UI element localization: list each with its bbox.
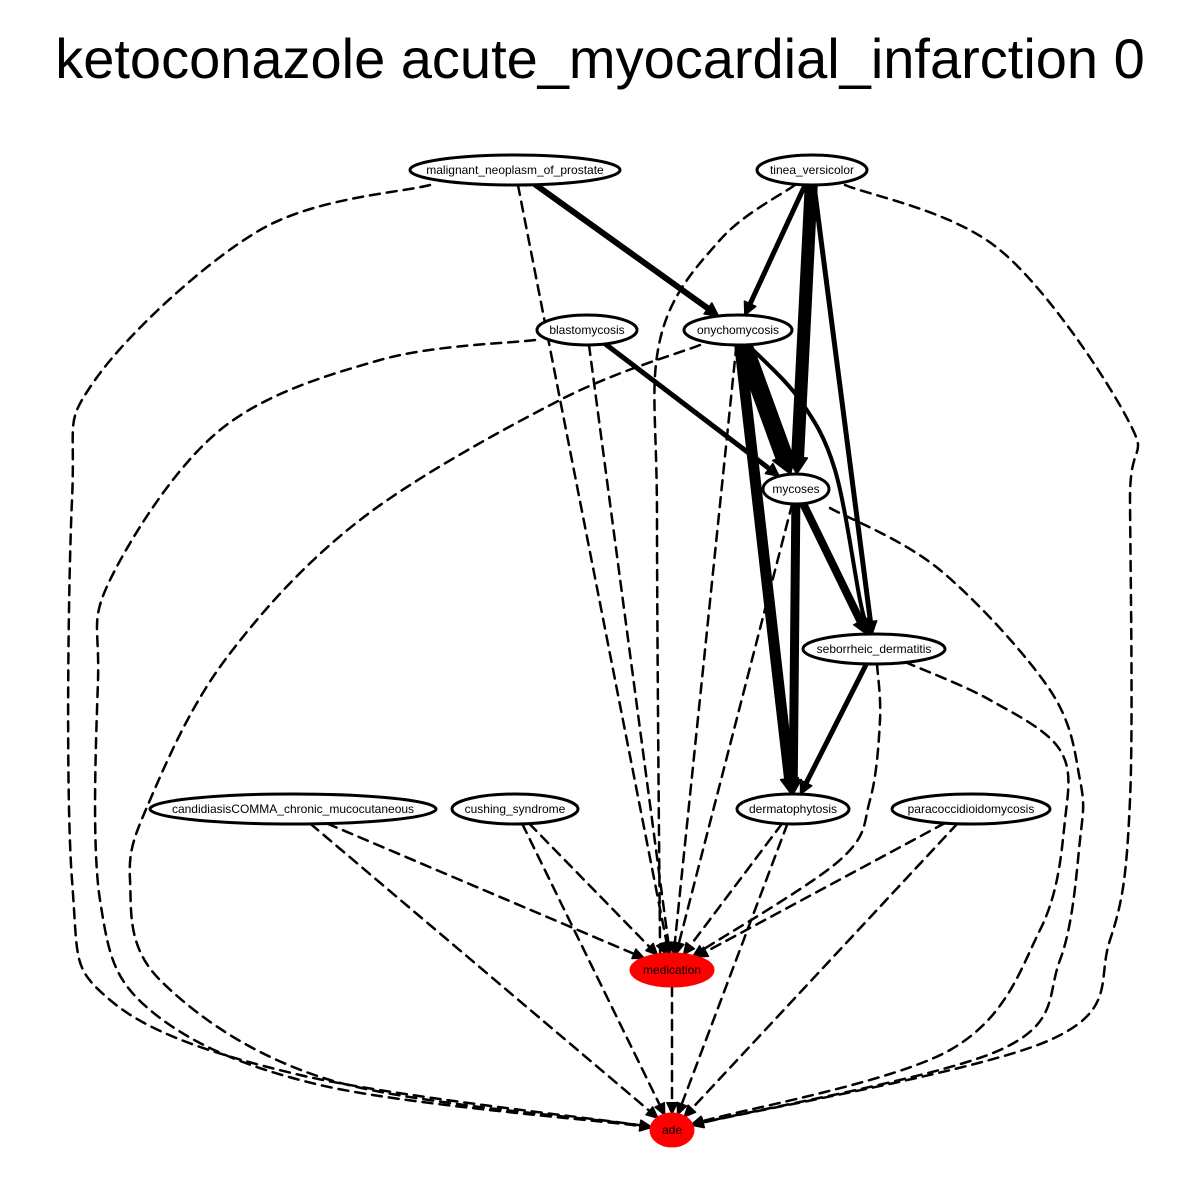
edge-malignant_neoplasm_of_prostate-to-ade bbox=[66, 183, 642, 1127]
arrowhead-onychomycosis-to-ade bbox=[638, 1119, 653, 1132]
node-label: seborrheic_dermatitis bbox=[817, 642, 932, 656]
edge-tinea_versicolor-to-onychomycosis bbox=[747, 182, 808, 307]
node-shape bbox=[535, 313, 639, 347]
node-blastomycosis: blastomycosis bbox=[535, 313, 639, 347]
node-mycoses: mycoses bbox=[761, 472, 831, 506]
node-label: blastomycosis bbox=[549, 323, 624, 337]
edge-mycoses-to-medication bbox=[677, 502, 794, 945]
arrowhead-dermatophytosis-to-ade bbox=[676, 1101, 688, 1116]
node-shape bbox=[629, 952, 715, 988]
edge-seborrheic_dermatitis-to-ade bbox=[701, 660, 1070, 1123]
edge-blastomycosis-to-medication bbox=[587, 343, 670, 945]
node-shape bbox=[801, 632, 947, 666]
node-onychomycosis: onychomycosis bbox=[682, 313, 794, 347]
edge-candidiasis-to-ade bbox=[309, 822, 651, 1113]
edge-mycoses-to-seborrheic_dermatitis bbox=[799, 499, 865, 626]
node-cushing-syndrome: cushing_syndrome bbox=[450, 792, 580, 826]
edge-malignant_neoplasm_of_prostate-to-medication bbox=[516, 183, 668, 945]
arrowhead-candidiasis-to-medication bbox=[631, 948, 646, 960]
arrowhead-paracoccidioidomycosis-to-ade bbox=[683, 1104, 697, 1118]
node-shape bbox=[755, 153, 869, 187]
arrowhead-blastomycosis-to-mycoses bbox=[764, 462, 780, 477]
edge-onychomycosis-to-dermatophytosis bbox=[734, 339, 796, 785]
arrowhead-mycoses-to-medication bbox=[673, 941, 685, 955]
arrowhead-mycoses-to-dermatophytosis bbox=[784, 778, 803, 795]
edge-tinea_versicolor-to-seborrheic_dermatitis bbox=[811, 182, 873, 625]
arrowhead-candidiasis-to-ade bbox=[645, 1106, 659, 1119]
arrowhead-malignant_neoplasm_of_prostate-to-onychomycosis bbox=[703, 302, 720, 317]
edge-cushing_syndrome-to-medication bbox=[527, 822, 651, 949]
node-medication: medication bbox=[629, 952, 715, 988]
node-dermatophytosis: dermatophytosis bbox=[735, 792, 851, 826]
edge-seborrheic_dermatitis-to-medication bbox=[701, 662, 882, 952]
arrowhead-seborrheic_dermatitis-to-dermatophytosis bbox=[799, 779, 813, 795]
edge-cushing_syndrome-to-ade bbox=[521, 822, 661, 1107]
node-shape bbox=[148, 792, 438, 826]
node-label: onychomycosis bbox=[697, 323, 779, 337]
node-ade: ade bbox=[649, 1112, 695, 1148]
edge-dermatophytosis-to-ade bbox=[680, 822, 789, 1106]
arrowhead-mycoses-to-seborrheic_dermatitis bbox=[853, 617, 869, 635]
node-label: medication bbox=[643, 963, 701, 977]
node-label: cushing_syndrome bbox=[465, 802, 566, 816]
node-shape bbox=[890, 792, 1052, 826]
edge-malignant_neoplasm_of_prostate-to-onychomycosis bbox=[532, 181, 711, 312]
node-candidiasis: candidiasisCOMMA_chronic_mucocutaneous bbox=[148, 792, 438, 826]
node-label: dermatophytosis bbox=[749, 802, 837, 816]
node-layer: malignant_neoplasm_of_prostate tinea_vers… bbox=[148, 153, 1052, 1148]
node-label: candidiasisCOMMA_chronic_mucocutaneous bbox=[172, 802, 414, 816]
edge-onychomycosis-to-mycoses bbox=[734, 335, 794, 466]
arrowhead-tinea_versicolor-to-onychomycosis bbox=[743, 300, 757, 316]
diagram-title: ketoconazole acute_myocardial_infarction… bbox=[55, 27, 1145, 90]
node-shape bbox=[649, 1112, 695, 1148]
arrowhead-dermatophytosis-to-medication bbox=[682, 941, 696, 956]
arrowhead-cushing_syndrome-to-ade bbox=[654, 1101, 666, 1116]
node-shape bbox=[761, 472, 831, 506]
node-label: paracoccidioidomycosis bbox=[908, 802, 1035, 816]
edge-tinea_versicolor-to-medication bbox=[653, 183, 797, 974]
node-seborrheic-dermatitis: seborrheic_dermatitis bbox=[801, 632, 947, 666]
edge-seborrheic_dermatitis-to-dermatophytosis bbox=[803, 661, 869, 786]
edge-onychomycosis-to-medication bbox=[673, 343, 738, 945]
node-label: mycoses bbox=[772, 482, 819, 496]
edge-mycoses-to-dermatophytosis bbox=[788, 499, 801, 785]
edge-tinea_versicolor-to-mycoses bbox=[791, 178, 818, 465]
edge-mycoses-to-ade bbox=[701, 506, 1085, 1124]
node-tinea-versicolor: tinea_versicolor bbox=[755, 153, 869, 187]
arrowhead-paracoccidioidomycosis-to-medication bbox=[695, 946, 710, 958]
node-malignant-neoplasm-of-prostate: malignant_neoplasm_of_prostate bbox=[408, 153, 622, 187]
node-shape bbox=[682, 313, 794, 347]
node-label: tinea_versicolor bbox=[770, 163, 854, 177]
arrowhead-cushing_syndrome-to-medication bbox=[645, 942, 659, 956]
node-shape bbox=[450, 792, 580, 826]
edge-onychomycosis-to-ade bbox=[128, 343, 702, 1127]
node-shape bbox=[735, 792, 851, 826]
edge-tinea_versicolor-to-ade bbox=[701, 183, 1140, 1124]
edge-candidiasis-to-medication bbox=[326, 822, 636, 956]
edge-paracoccidioidomycosis-to-medication bbox=[704, 821, 946, 953]
edge-blastomycosis-to-mycoses bbox=[602, 341, 772, 472]
node-paracoccidioidomycosis: paracoccidioidomycosis bbox=[890, 792, 1052, 826]
node-shape bbox=[408, 153, 622, 187]
arrowhead-onychomycosis-to-mycoses bbox=[771, 451, 797, 475]
edge-paracoccidioidomycosis-to-ade bbox=[690, 822, 959, 1110]
node-label: malignant_neoplasm_of_prostate bbox=[426, 163, 604, 177]
edge-layer bbox=[66, 178, 1140, 1132]
arrowhead-seborrheic_dermatitis-to-ade bbox=[690, 1115, 705, 1127]
edge-onychomycosis-to-seborrheic_dermatitis bbox=[746, 343, 869, 625]
node-label: ade bbox=[662, 1123, 682, 1137]
edge-dermatophytosis-to-medication bbox=[689, 822, 784, 947]
arrowhead-medication-to-ade bbox=[666, 1102, 678, 1115]
edge-blastomycosis-to-ade bbox=[93, 338, 642, 1128]
